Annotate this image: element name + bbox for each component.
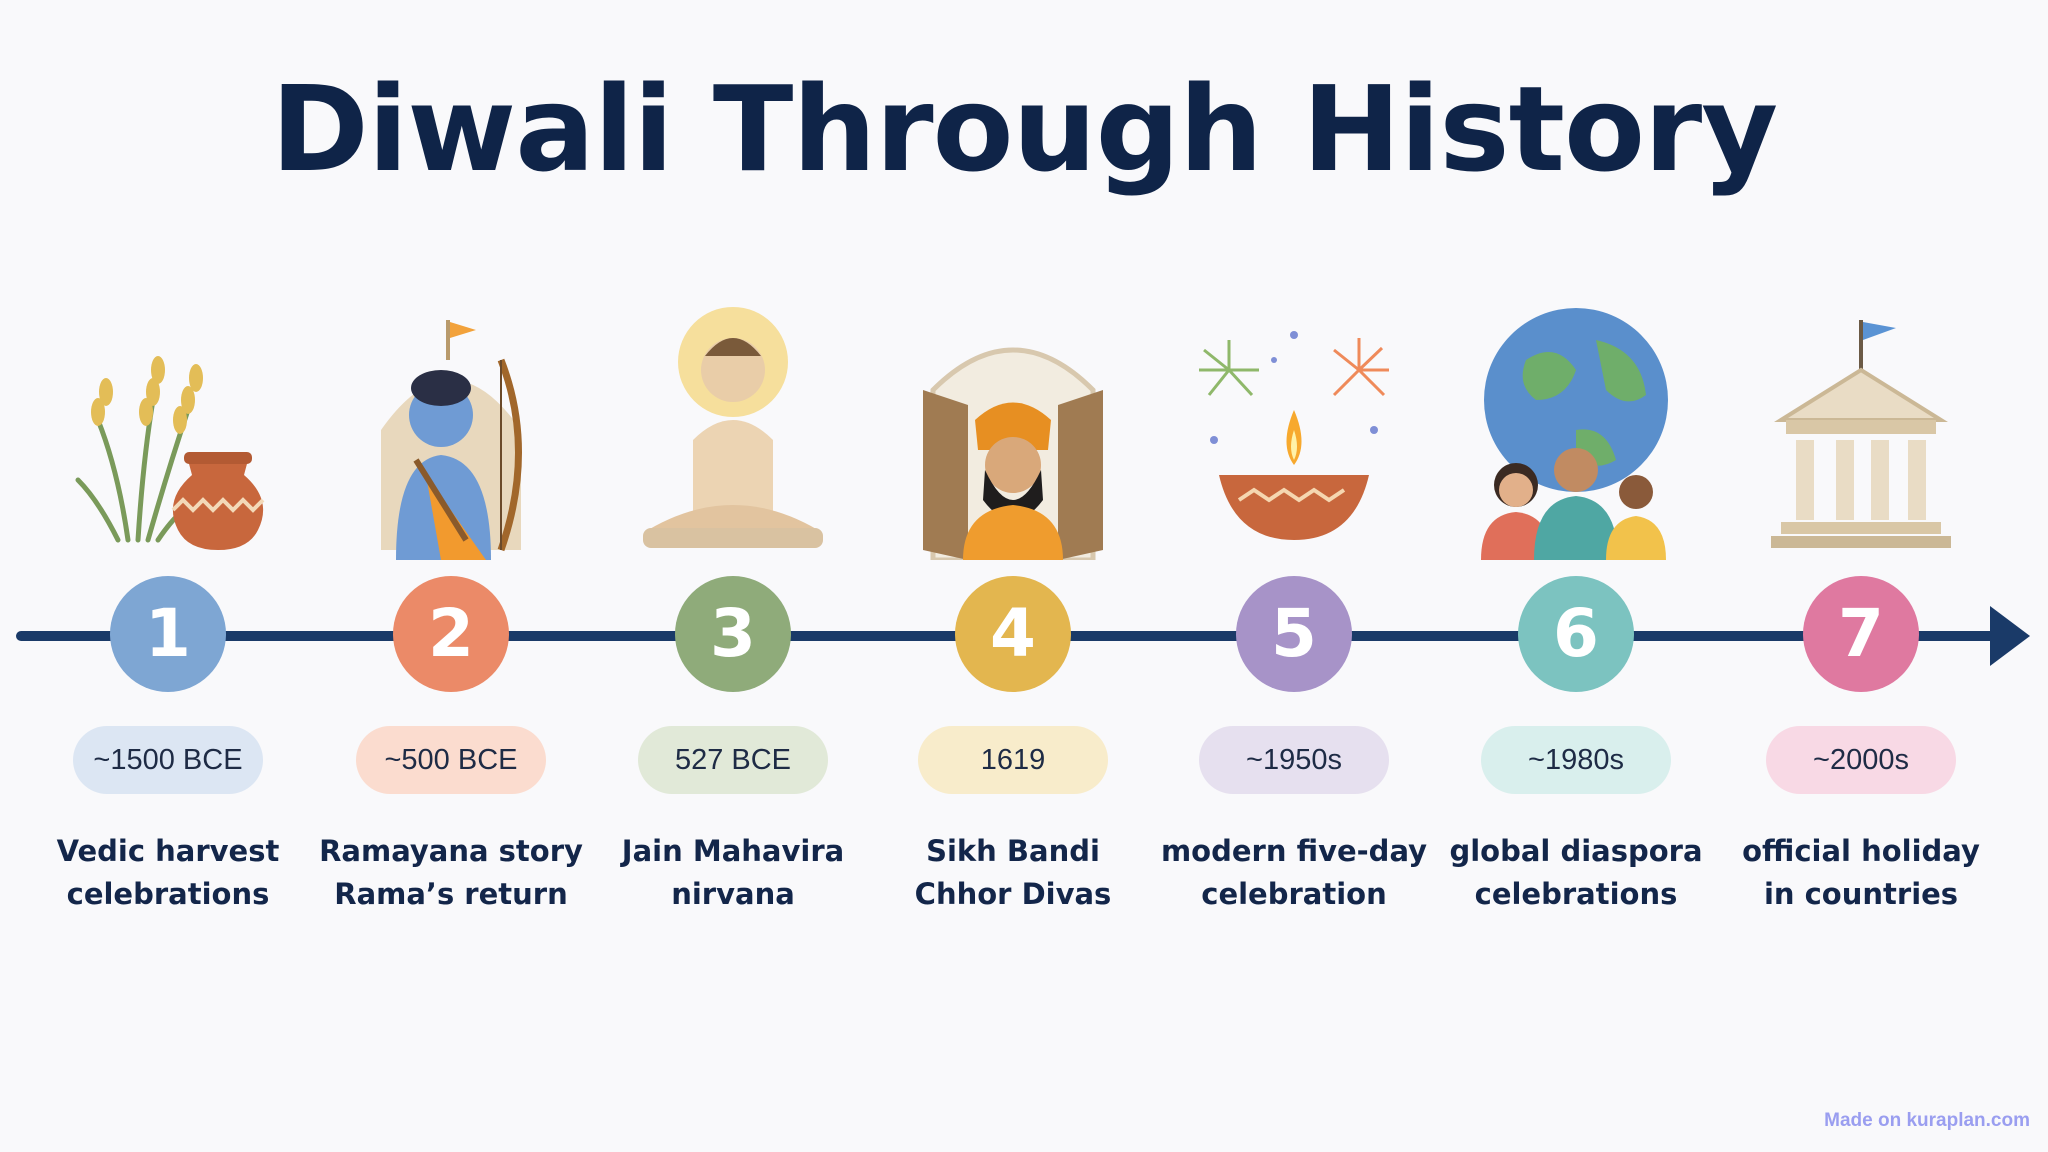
watermark: Made on kuraplan.com <box>1824 1110 2030 1131</box>
milestone-label: modern five-day celebration <box>1154 830 1434 916</box>
milestone-date: 1619 <box>918 726 1108 794</box>
milestone-date: ~1980s <box>1481 726 1671 794</box>
milestone-label: global diaspora celebrations <box>1436 830 1716 916</box>
timeline-milestone: 7 ~2000s official holiday in countries <box>1721 0 2001 1152</box>
timeline-milestone: 2 ~500 BCE Ramayana story Rama’s return <box>311 0 591 1152</box>
milestone-label-line2: Chhor Divas <box>914 877 1112 911</box>
milestone-label-line1: Sikh Bandi <box>926 834 1100 868</box>
milestone-date: ~500 BCE <box>356 726 546 794</box>
milestone-label-line1: global diaspora <box>1449 834 1703 868</box>
milestone-label: Vedic harvest celebrations <box>28 830 308 916</box>
milestone-label-line2: Rama’s return <box>334 877 568 911</box>
milestone-number-badge: 3 <box>675 576 791 692</box>
government-building-icon <box>1751 300 1971 560</box>
milestone-label: Ramayana story Rama’s return <box>311 830 591 916</box>
timeline-milestone: 4 1619 Sikh Bandi Chhor Divas <box>873 0 1153 1152</box>
milestone-number-badge: 7 <box>1803 576 1919 692</box>
milestone-label: official holiday in countries <box>1721 830 2001 916</box>
sikh-guru-doors-icon <box>903 300 1123 563</box>
milestone-label-line1: Vedic harvest <box>56 834 280 868</box>
milestone-label-line1: official holiday <box>1742 834 1980 868</box>
milestone-number-badge: 2 <box>393 576 509 692</box>
rama-archer-icon <box>341 300 561 560</box>
meditating-mahavira-icon <box>623 300 843 560</box>
milestone-label-line1: Ramayana story <box>319 834 583 868</box>
milestone-date: ~1950s <box>1199 726 1389 794</box>
milestone-label-line1: modern five-day <box>1160 834 1428 868</box>
milestone-number-badge: 1 <box>110 576 226 692</box>
timeline-milestone: 1 ~1500 BCE Vedic harvest celebrations <box>28 0 308 1152</box>
milestone-label-line2: nirvana <box>671 877 795 911</box>
timeline-milestone: 5 ~1950s modern five-day celebration <box>1154 0 1434 1152</box>
milestone-date: ~1500 BCE <box>73 726 263 794</box>
timeline-milestone: 3 527 BCE Jain Mahavira nirvana <box>593 0 873 1152</box>
diya-fireworks-icon <box>1184 300 1404 560</box>
milestone-label-line2: celebrations <box>66 877 270 911</box>
milestone-label: Sikh Bandi Chhor Divas <box>873 830 1153 916</box>
timeline-arrow-icon <box>1990 606 2030 666</box>
milestone-number-badge: 4 <box>955 576 1071 692</box>
milestone-label: Jain Mahavira nirvana <box>593 830 873 916</box>
milestone-number-badge: 5 <box>1236 576 1352 692</box>
milestone-label-line2: in countries <box>1763 877 1959 911</box>
milestone-label-line2: celebrations <box>1474 877 1678 911</box>
harvest-pot-icon <box>58 300 278 560</box>
milestone-number-badge: 6 <box>1518 576 1634 692</box>
globe-family-icon <box>1466 300 1686 560</box>
milestone-date: 527 BCE <box>638 726 828 794</box>
milestone-label-line1: Jain Mahavira <box>621 834 845 868</box>
milestone-label-line2: celebration <box>1201 877 1387 911</box>
timeline-milestone: 6 ~1980s global diaspora celebrations <box>1436 0 1716 1152</box>
milestone-date: ~2000s <box>1766 726 1956 794</box>
page-title: Diwali Through History <box>270 60 1778 198</box>
